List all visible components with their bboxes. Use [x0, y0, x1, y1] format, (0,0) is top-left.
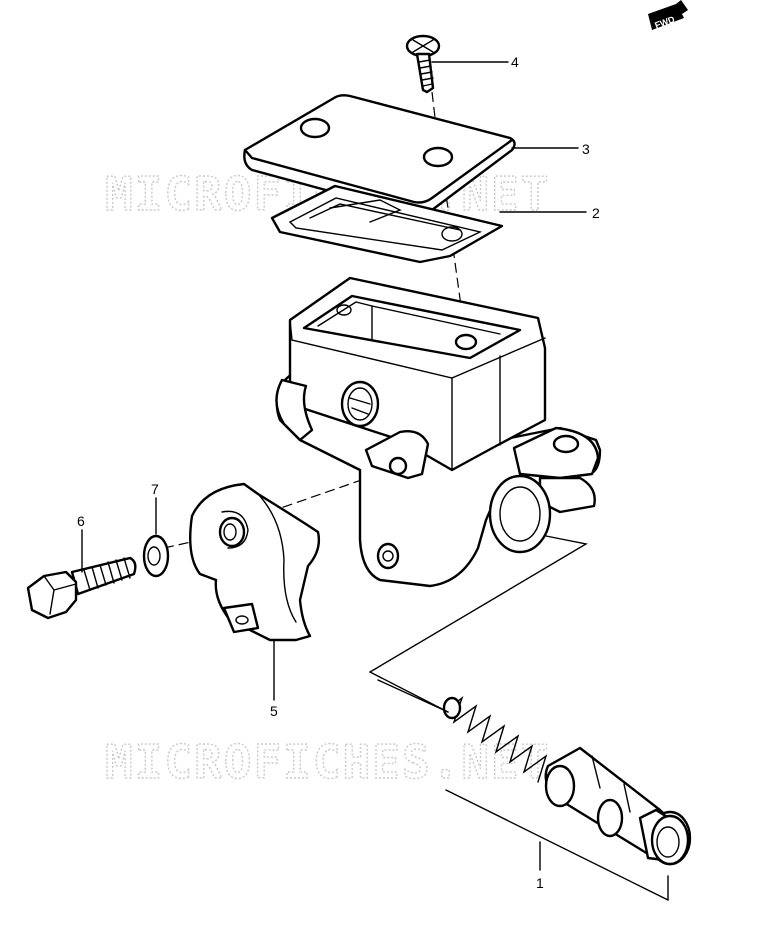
- watermark-bottom: MICROFICHES.NET: [105, 735, 550, 789]
- callout-2: 2: [592, 205, 600, 221]
- callout-4: 4: [511, 54, 519, 70]
- callout-1: 1: [536, 875, 544, 891]
- part-4-screw: [405, 34, 441, 94]
- callout-7: 7: [151, 481, 159, 497]
- fwd-arrow-icon: FWD: [648, 0, 688, 31]
- part-1-piston-assembly: [442, 696, 692, 866]
- part-2-diaphragm: [270, 184, 504, 264]
- part-3-cap: [243, 94, 516, 216]
- callout-6: 6: [77, 513, 85, 529]
- part-5-clamp: [189, 482, 321, 642]
- callout-5: 5: [270, 703, 278, 719]
- part-7-washer: [142, 534, 170, 578]
- master-cylinder-body: [275, 276, 602, 588]
- part-6-bolt: [26, 556, 137, 620]
- callout-3: 3: [582, 141, 590, 157]
- leader-lines: [81, 61, 669, 901]
